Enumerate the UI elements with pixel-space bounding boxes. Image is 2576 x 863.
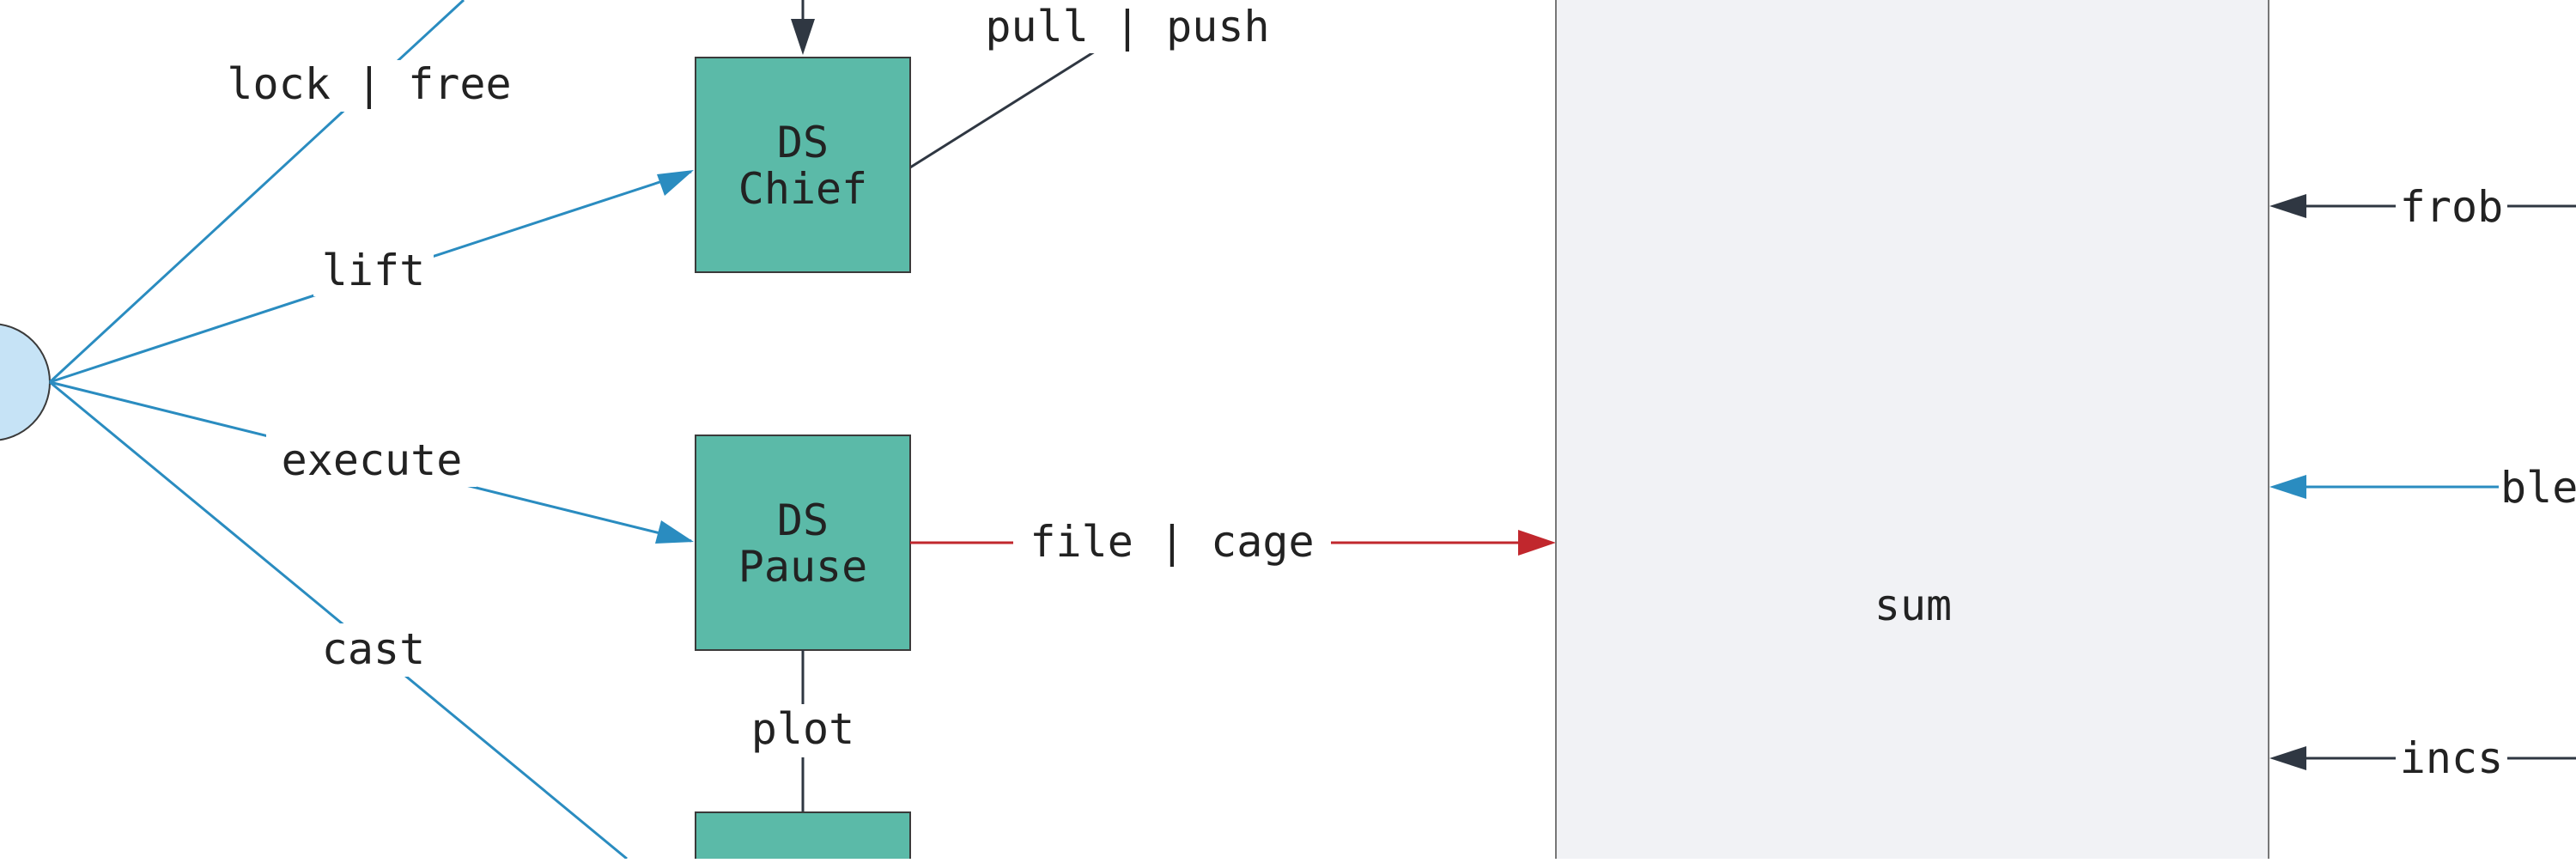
edge-label-lift: lift — [322, 246, 425, 295]
node-sum-label: sum — [1874, 580, 1952, 630]
edge-label-plot: plot — [751, 704, 854, 754]
edge-incs[interactable] — [2269, 746, 2576, 770]
node-sum-panel[interactable]: sum — [1555, 0, 2269, 863]
node-bottom-partial[interactable] — [695, 811, 911, 863]
edge-label-pull-push: pull | push — [985, 2, 1269, 52]
node-ds-chief[interactable]: DS Chief — [695, 57, 911, 273]
node-ds-chief-line1: DS — [777, 118, 829, 167]
edge-ble[interactable] — [2269, 475, 2499, 499]
edge-label-incs: incs — [2400, 733, 2503, 783]
edge-label-frob: frob — [2400, 182, 2503, 232]
node-ds-pause-line2: Pause — [738, 542, 868, 592]
node-ds-pause-line1: DS — [777, 495, 829, 545]
edge-label-execute: execute — [282, 435, 463, 485]
edge-cast[interactable] — [49, 380, 628, 860]
edge-lock-free[interactable] — [48, 0, 465, 384]
edge-label-cast: cast — [322, 624, 425, 674]
edge-label-lock-free: lock | free — [227, 59, 511, 109]
edge-label-file-cage: file | cage — [1030, 517, 1314, 567]
edge-into-chief[interactable] — [791, 0, 815, 55]
node-ds-pause[interactable]: DS Pause — [695, 435, 911, 651]
actor-circle[interactable] — [0, 323, 51, 441]
edge-label-ble: ble — [2500, 463, 2576, 513]
node-ds-chief-line2: Chief — [738, 164, 868, 214]
edge-frob[interactable] — [2269, 194, 2576, 218]
